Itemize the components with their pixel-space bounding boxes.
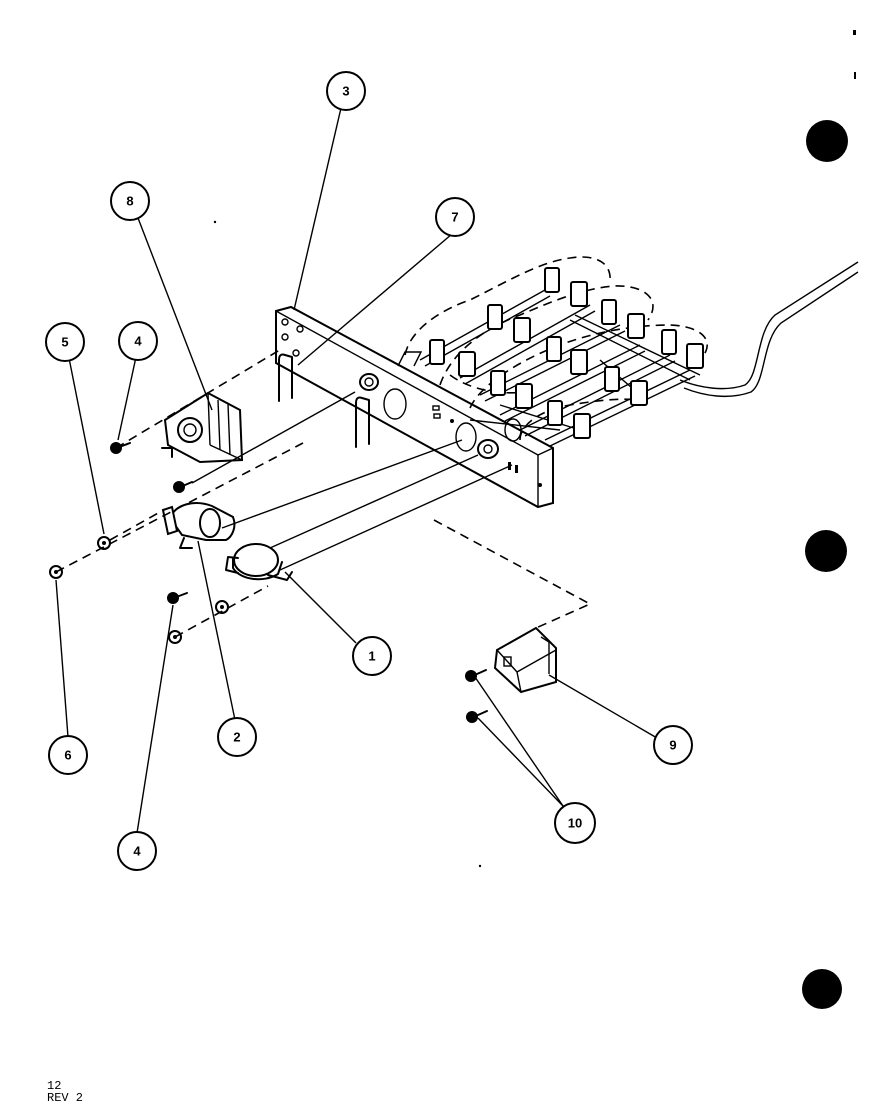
binder-hole-top: [806, 120, 848, 162]
page-number: 12: [47, 1079, 62, 1093]
svg-text:6: 6: [64, 748, 71, 763]
svg-text:8: 8: [126, 194, 133, 209]
svg-text:10: 10: [568, 816, 582, 831]
callout-4-lower: 4: [117, 831, 157, 871]
callout-2: 2: [217, 717, 257, 757]
svg-text:9: 9: [669, 738, 676, 753]
callout-6: 6: [48, 735, 88, 775]
heating-element-coils: [404, 256, 859, 447]
callout-8: 8: [110, 181, 150, 221]
callout-4-upper: 4: [118, 321, 158, 361]
svg-text:4: 4: [133, 844, 141, 859]
revision-label: REV 2: [47, 1091, 84, 1105]
assembly-lines: [55, 347, 592, 638]
callout-7: 7: [435, 197, 475, 237]
callout-9: 9: [653, 725, 693, 765]
thermostat-part: [225, 543, 293, 581]
callout-5: 5: [45, 322, 85, 362]
edge-mark: [854, 72, 856, 79]
limit-control-part: [161, 391, 244, 464]
svg-text:3: 3: [342, 84, 349, 99]
hardware: [49, 442, 488, 723]
leader-lines: [55, 107, 658, 834]
binder-hole-bottom: [802, 969, 842, 1009]
callout-10: 10: [554, 802, 596, 844]
mounting-plate: [275, 305, 554, 509]
relay-part: [493, 626, 557, 694]
edge-mark: [853, 30, 856, 35]
svg-text:2: 2: [233, 730, 240, 745]
callout-3: 3: [326, 71, 366, 111]
binder-hole-middle: [805, 530, 847, 572]
svg-text:4: 4: [134, 334, 142, 349]
svg-text:5: 5: [61, 335, 68, 350]
callout-1: 1: [352, 636, 392, 676]
svg-text:1: 1: [368, 649, 375, 664]
svg-text:7: 7: [451, 210, 458, 225]
